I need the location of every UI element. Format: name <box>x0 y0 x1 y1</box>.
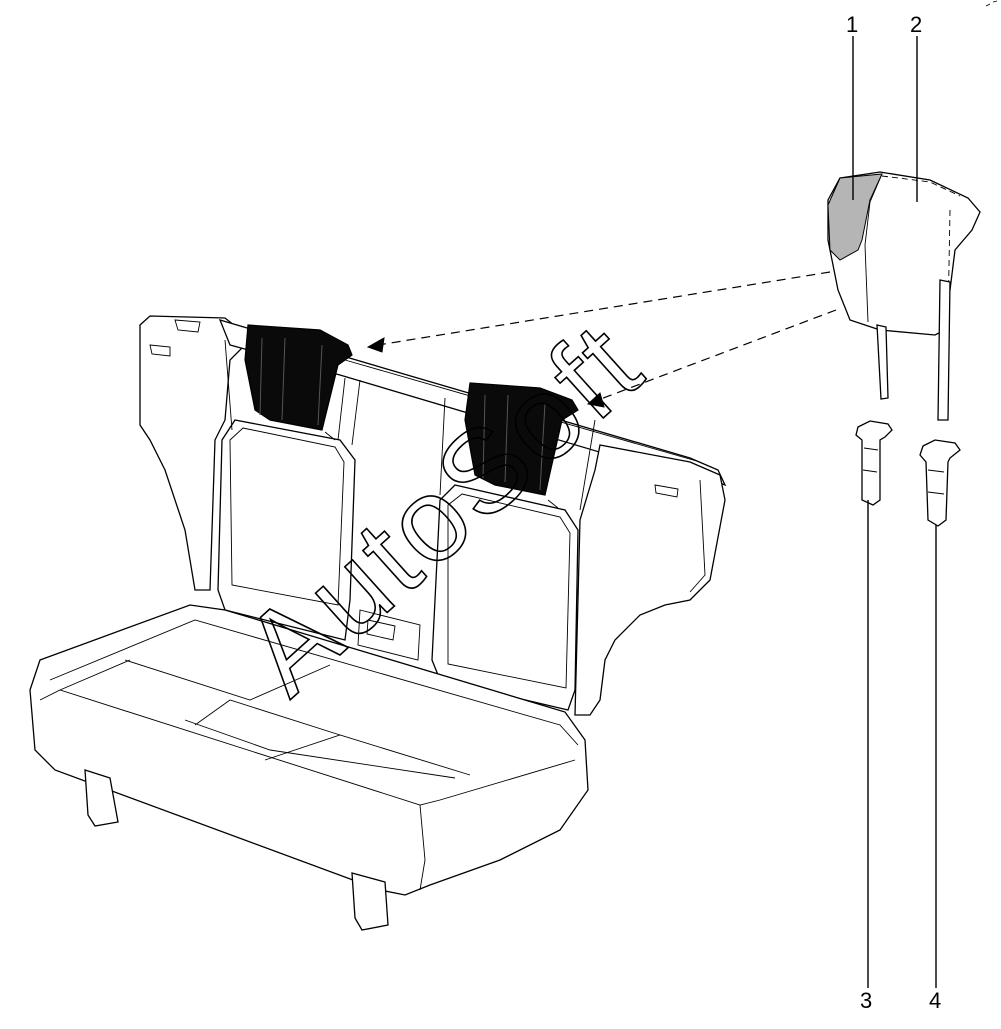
guide-sleeve-3 <box>855 420 893 506</box>
installed-headrest-right <box>464 382 579 496</box>
backrest-right <box>431 484 579 711</box>
seat-top-clip-left <box>174 319 201 333</box>
callout-3: 3 <box>860 988 873 1013</box>
seat-back-right-wing <box>574 444 726 716</box>
leader-lines <box>852 36 937 988</box>
headrest-post-right <box>937 279 951 421</box>
seat-foot-left <box>84 769 119 827</box>
headrest-part <box>827 171 981 421</box>
seat-latch-left <box>149 344 171 357</box>
backrest-left <box>217 419 356 641</box>
callout-2: 2 <box>910 12 923 37</box>
installed-headrest-left <box>244 324 353 431</box>
headrest-post-left <box>876 324 889 400</box>
seat-cushion <box>29 604 589 896</box>
center-console <box>357 609 421 661</box>
callout-1: 1 <box>846 12 859 37</box>
guide-sleeve-4 <box>919 439 961 527</box>
assembly-arrows <box>366 271 837 408</box>
assembly-arrow-left <box>377 271 831 346</box>
seat-foot-right <box>351 872 389 931</box>
corner-mark <box>985 0 998 7</box>
rear-seat-assembly <box>29 315 727 931</box>
assembly-arrow-right <box>597 309 837 401</box>
seat-latch-right <box>654 484 679 498</box>
callout-4: 4 <box>929 988 942 1013</box>
seat-back-left-wing <box>139 315 246 591</box>
